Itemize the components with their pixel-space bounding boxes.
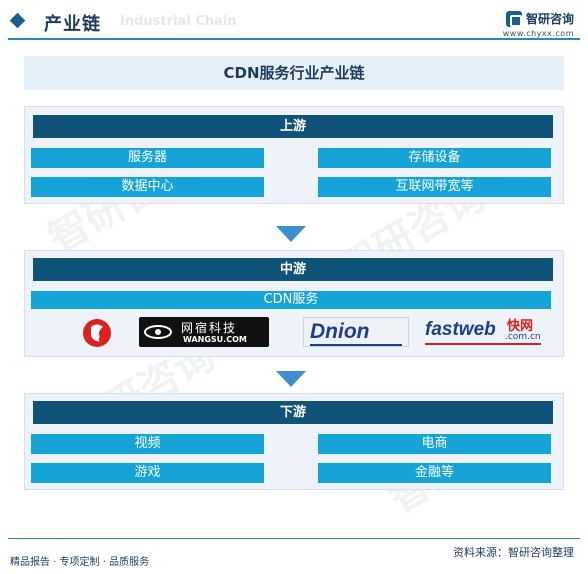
footer-source: 资料来源：智研咨询整理 [453,546,574,559]
midstream-bar: 中游 [33,258,553,281]
page-title: 产业链 [44,14,101,35]
company-logo-icon [83,319,111,347]
dnion-logo: Dnion [303,317,409,347]
footer-slogan: 精品报告 · 专项定制 · 品质服务 [10,557,150,568]
downstream-item: 视频 [31,434,264,454]
upstream-bar: 上游 [33,115,553,138]
fastweb-underline [425,343,541,345]
wangsu-logo: 网宿科技 WANGSU.COM [139,317,269,347]
downstream-panel: 下游 视频 电商 游戏 金融等 [24,393,564,490]
upstream-panel: 上游 服务器 存储设备 数据中心 互联网带宽等 [24,106,564,204]
downstream-item: 金融等 [318,463,551,483]
upstream-item: 数据中心 [31,177,264,197]
dnion-text: Dnion [310,320,370,343]
downstream-bar: 下游 [33,401,553,424]
wangsu-en-text: WANGSU.COM [183,335,247,344]
header-watermark-title: Industrial Chain [120,14,237,29]
fastweb-logo: fastweb 快网 .com.cn [425,315,551,349]
brand: 智研咨询 www.chyxx.com [503,10,574,38]
page-header: Industrial Chain 产业链 智研咨询 www.chyxx.com [0,0,588,40]
diagram-title: CDN服务行业产业链 [24,56,564,90]
midstream-panel: 中游 CDN服务 网宿科技 WANGSU.COM Dnion fastweb 快… [24,250,564,357]
fastweb-text: fastweb [425,319,496,340]
wangsu-swoosh-icon [144,325,172,339]
downstream-item: 电商 [318,434,551,454]
upstream-item: 互联网带宽等 [318,177,551,197]
wangsu-cn-text: 网宿科技 [181,321,238,335]
cdn-service-box: CDN服务 [31,291,551,309]
brand-url: www.chyxx.com [502,29,574,38]
brand-name: 智研咨询 [525,12,574,26]
down-arrow-icon [276,226,306,242]
diamond-icon [9,12,26,29]
footer-rule [8,538,580,539]
fastweb-sub-text: .com.cn [505,332,541,342]
downstream-item: 游戏 [31,463,264,483]
dnion-underline [310,344,402,346]
fastweb-cn-text: 快网 [507,319,534,334]
down-arrow-icon [276,371,306,387]
brand-logo-icon [505,10,522,27]
upstream-item: 服务器 [31,148,264,168]
upstream-item: 存储设备 [318,148,551,168]
header-rule [8,38,580,40]
